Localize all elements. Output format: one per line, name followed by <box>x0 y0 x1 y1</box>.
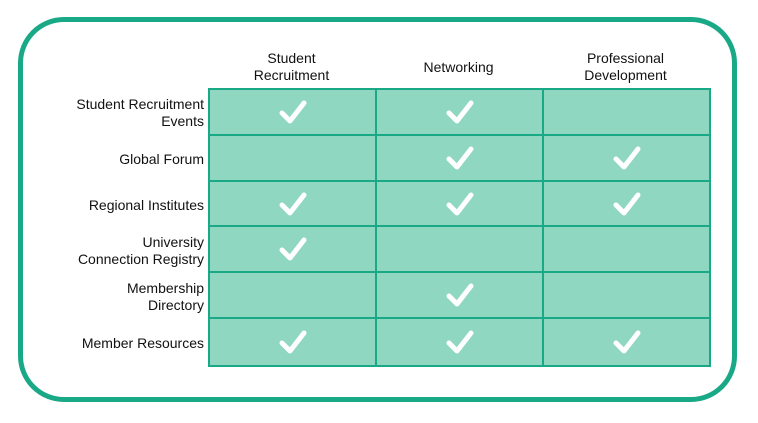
check-icon <box>278 327 308 357</box>
row-label-regional-institutes: Regional Institutes <box>88 196 204 213</box>
check-icon <box>278 189 308 219</box>
row-label-global-forum: Global Forum <box>119 150 204 167</box>
check-icon <box>612 327 642 357</box>
check-icon <box>445 97 475 127</box>
grid-cell <box>210 273 377 320</box>
grid-cell <box>544 182 709 228</box>
grid-cell <box>377 181 544 228</box>
check-icon <box>612 189 642 219</box>
column-header-professional-development: Professional Development <box>584 50 667 83</box>
check-icon <box>445 143 475 173</box>
grid-cell <box>210 319 377 365</box>
check-icon <box>278 97 308 127</box>
grid-cell <box>210 90 377 136</box>
column-header-networking: Networking <box>423 58 494 75</box>
grid-cell <box>377 135 544 182</box>
row-label-membership-directory: Membership Directory <box>126 280 204 313</box>
check-icon <box>445 280 475 310</box>
check-icon <box>612 143 642 173</box>
grid-cell <box>210 135 377 182</box>
grid-cell <box>377 319 544 365</box>
grid-cell <box>377 273 544 320</box>
column-header-student-recruitment: Student Recruitment <box>253 50 330 83</box>
row-label-university-connection-registry: University Connection Registry <box>77 234 204 267</box>
grid-cell <box>544 319 709 365</box>
row-label-student-recruitment-events: Student Recruitment Events <box>76 96 204 129</box>
grid-cell <box>210 181 377 228</box>
grid-cell <box>544 136 709 182</box>
grid-cell <box>544 273 709 320</box>
check-icon <box>445 189 475 219</box>
check-icon <box>445 327 475 357</box>
grid-cell <box>377 90 544 136</box>
grid-cell <box>377 227 544 274</box>
check-icon <box>278 234 308 264</box>
row-label-member-resources: Member Resources <box>81 334 204 351</box>
grid-cell <box>210 227 377 274</box>
grid-cell <box>544 90 709 136</box>
comparison-grid <box>208 88 711 367</box>
grid-cell <box>544 227 709 274</box>
